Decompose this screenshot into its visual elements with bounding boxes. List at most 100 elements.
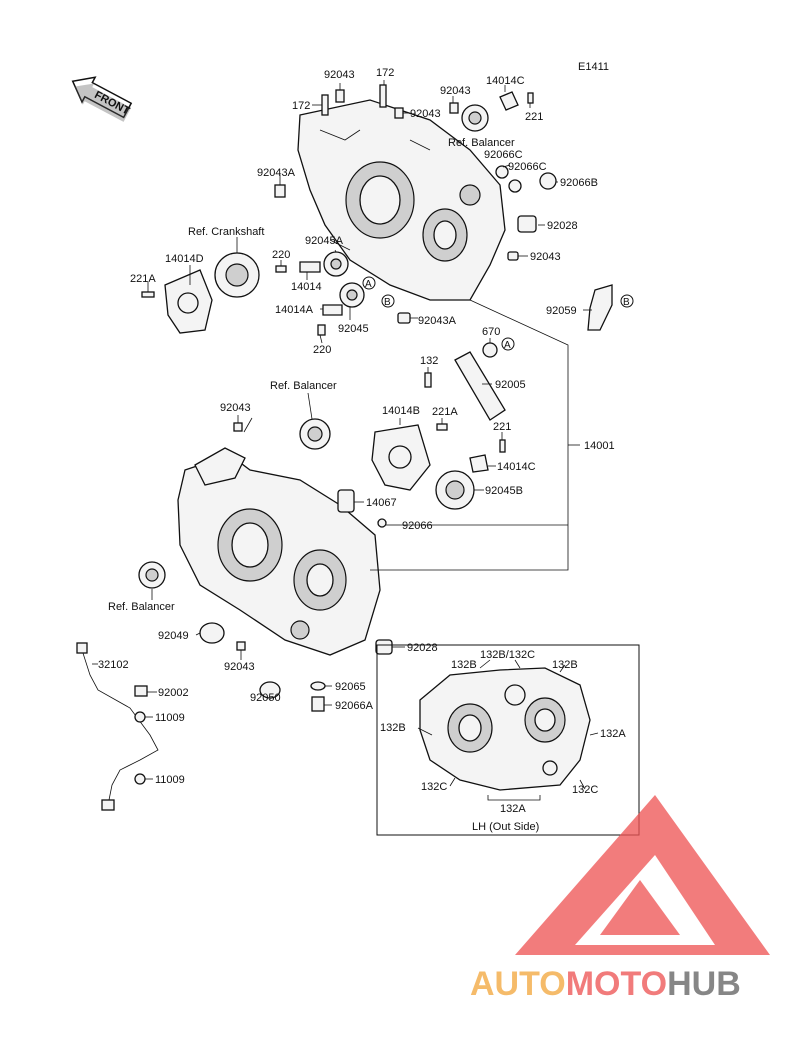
callout-221a-left: 221A [130,273,156,285]
marker-b2-label: B [623,297,630,308]
oil-seal-92066 [377,518,387,528]
dowel-pin-92043-low [236,641,246,651]
callout-221-mid: 221 [493,421,511,433]
marker-b1-label: B [384,297,391,308]
inset-132b-left: 132B [451,659,477,671]
callout-14014: 14014 [291,281,322,293]
leader-lines [92,80,592,780]
callout-labels: 92043 172 172 92043 92043 14014C 221 Ref… [98,67,615,786]
inset-lh-outside: 132B/132C 132B 132B 132B 132A 132C 132C … [376,644,640,836]
callout-14001: 14001 [584,440,615,452]
washer-11009-a [134,711,146,723]
dowel-pin-92043a-bot [397,312,411,324]
inset-caption: LH (Out Side) [472,821,539,833]
dowel-pin-92043a-top [274,184,286,198]
callout-221-top: 221 [525,111,543,123]
marker-b2: B [620,294,634,308]
ref-balancer-top: Ref. Balancer [448,137,515,149]
inset-132a-right: 132A [600,728,626,740]
callout-14067: 14067 [366,497,397,509]
callout-92065: 92065 [335,681,366,693]
callout-92066: 92066 [402,520,433,532]
fitting-92059 [587,284,613,331]
inset-132b-132c: 132B/132C [480,649,535,661]
screw-221a-left [141,291,155,298]
callout-14014c-mid: 14014C [497,461,536,473]
callout-92049: 92049 [158,630,189,642]
diagram-code: E1411 [578,61,609,73]
oil-pipe-32102 [81,649,159,806]
marker-b1: B [381,294,395,308]
callout-172-left: 172 [292,100,310,112]
callout-92066b: 92066B [560,177,598,189]
callout-92059: 92059 [546,305,577,317]
callout-92043-mid: 92043 [410,108,441,120]
callout-221a-mid: 221A [432,406,458,418]
bolt-220-bot [317,324,326,336]
callout-92066a: 92066A [335,700,374,712]
callout-14014c-top: 14014C [486,75,525,87]
plate-14014c-mid [469,454,489,473]
inset-132b-right: 132B [552,659,578,671]
bolt-220-top [275,265,287,273]
inset-132b-side: 132B [380,722,406,734]
callout-92045: 92045 [338,323,369,335]
plug-92066a [311,696,325,712]
callout-92005: 92005 [495,379,526,391]
dowel-pin-92043-right [507,251,519,261]
collar-92028-low [375,639,393,655]
callout-92050: 92050 [250,692,281,704]
marker-a2-label: A [504,340,511,351]
callout-92002: 92002 [158,687,189,699]
inset-132c-right: 132C [572,784,598,796]
callout-220-top: 220 [272,249,290,261]
marker-a1-label: A [365,279,372,290]
oil-seal-92066c-a [495,165,509,179]
callout-14014d: 14014D [165,253,204,265]
stud-172-left [321,94,329,116]
oil-seal-92066c-b [508,179,522,193]
screw-221a-mid [436,423,448,431]
lower-crankcase-half [177,447,381,656]
marker-a1: A [362,276,376,290]
callout-92066c-a: 92066C [484,149,523,161]
plate-14014c-top [499,91,519,111]
dowel-pin-92043-mid [394,107,404,119]
inset-132a-bottom: 132A [500,803,526,815]
watermark-hub: HUB [667,965,741,1003]
callout-92028-top: 92028 [547,220,578,232]
callout-670: 670 [482,326,500,338]
screw-221-mid [499,439,506,453]
screw-221-top [527,92,534,104]
plate-14014 [299,261,321,273]
watermark-logo: AUTOMOTOHUB [470,795,770,1003]
ref-crankshaft: Ref. Crankshaft [188,226,264,238]
oring-670 [482,342,498,358]
callout-92043-low: 92043 [224,661,255,673]
dowel-pin-92043-top [335,89,345,103]
washer-11009-b [134,773,146,785]
callout-132: 132 [420,355,438,367]
callout-92045b: 92045B [485,485,523,497]
callout-92028-low: 92028 [407,642,438,654]
oil-seal-92049 [199,622,225,644]
watermark-auto: AUTO [470,965,566,1003]
dowel-pin-92043-mid2 [449,102,459,114]
callout-92043-right: 92043 [530,251,561,263]
callout-92066c-b: 92066C [508,161,547,173]
bolt-92002 [134,685,148,697]
oil-seal-92066b [539,172,557,190]
plate-14014a [322,304,343,316]
dowel-pin-92043-left [233,422,243,432]
bolt-132 [424,372,432,388]
callout-92043-mid2: 92043 [440,85,471,97]
ref-balancer-low: Ref. Balancer [108,601,175,613]
marker-a2: A [501,337,515,351]
callout-220-bot: 220 [313,344,331,356]
ref-balancer-mid: Ref. Balancer [270,380,337,392]
callout-92043a-bot: 92043A [418,315,457,327]
callout-14014a: 14014A [275,304,314,316]
callout-172-top: 172 [376,67,394,79]
callout-11009-b: 11009 [155,774,185,786]
